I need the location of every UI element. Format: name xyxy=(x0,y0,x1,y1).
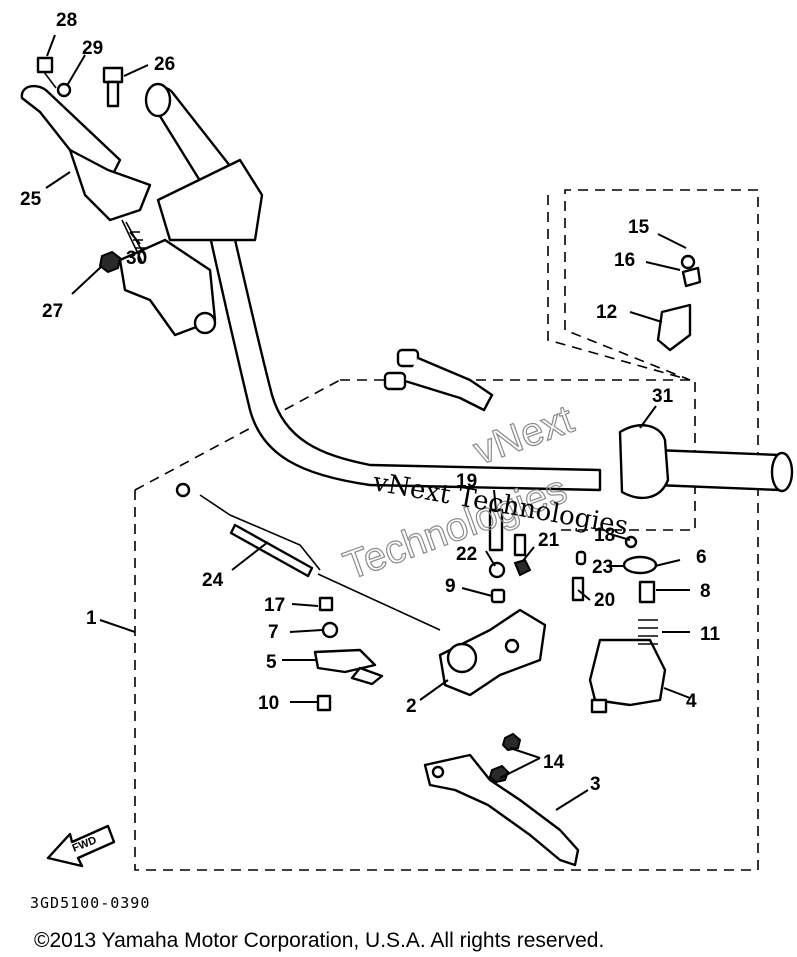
small-parts xyxy=(316,508,658,784)
callout-24: 24 xyxy=(202,570,224,591)
callout-6: 6 xyxy=(696,547,707,568)
callout-17: 17 xyxy=(264,595,285,616)
callout-15: 15 xyxy=(628,217,650,238)
callout-25: 25 xyxy=(20,189,42,210)
bolt-26 xyxy=(102,66,124,108)
cable-24 xyxy=(229,523,441,631)
holder-4 xyxy=(588,638,667,714)
lever-holder-2 xyxy=(438,608,547,697)
callout-27: 27 xyxy=(42,301,63,322)
callout-29: 29 xyxy=(82,38,103,59)
copyright-notice: ©2013 Yamaha Motor Corporation, U.S.A. A… xyxy=(34,929,604,952)
callout-30: 30 xyxy=(126,248,147,269)
right-grip-switch xyxy=(618,254,702,500)
callout-19: 19 xyxy=(456,471,477,492)
callout-11: 11 xyxy=(700,624,721,645)
callout-5: 5 xyxy=(266,652,277,673)
callout-1: 1 xyxy=(86,608,97,629)
callout-20: 20 xyxy=(594,590,615,611)
pointer-lines xyxy=(45,34,691,811)
callout-7: 7 xyxy=(268,622,279,643)
callout-8: 8 xyxy=(700,581,711,602)
plate-5 xyxy=(313,648,384,686)
left-grip-assembly xyxy=(118,82,264,337)
callout-21: 21 xyxy=(538,530,560,551)
callout-31: 31 xyxy=(652,386,674,407)
brake-lever-3 xyxy=(423,753,580,867)
callout-10: 10 xyxy=(258,693,279,714)
callout-9: 9 xyxy=(445,576,456,597)
callout-4: 4 xyxy=(686,691,697,712)
clutch-lever xyxy=(20,84,152,222)
nut-27 xyxy=(98,250,122,274)
callout-26: 26 xyxy=(154,54,175,75)
callout-28: 28 xyxy=(56,10,77,31)
handlebar xyxy=(198,183,794,493)
callout-18: 18 xyxy=(594,525,615,546)
watermark: vNext Technologies vNext Technologies xyxy=(337,397,630,590)
callout-numbers: 28 29 26 25 30 27 15 16 12 31 19 22 21 9… xyxy=(20,10,721,795)
callout-23: 23 xyxy=(592,557,613,578)
diagram-code: 3GD5100-0390 xyxy=(30,894,150,912)
callout-16: 16 xyxy=(614,250,635,271)
fwd-arrow-icon: FWD xyxy=(46,824,116,868)
bolt-28 xyxy=(36,56,57,89)
callout-12: 12 xyxy=(596,302,617,323)
callout-3: 3 xyxy=(590,774,601,795)
callout-14: 14 xyxy=(543,752,565,773)
wire-connectors xyxy=(175,348,494,571)
washer-29 xyxy=(56,82,72,98)
callout-2: 2 xyxy=(406,696,417,717)
callout-22: 22 xyxy=(456,544,477,565)
